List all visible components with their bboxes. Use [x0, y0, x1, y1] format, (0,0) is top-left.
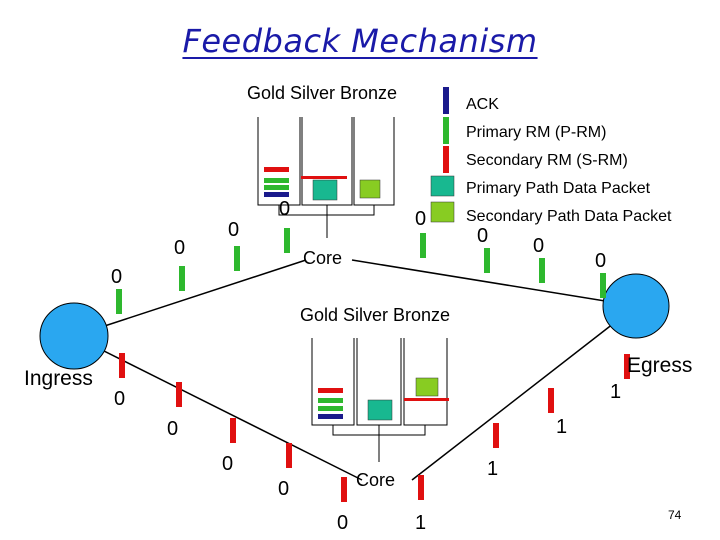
counter-bottom-8: 1 [556, 416, 568, 438]
legend-primary-data-label: Primary Path Data Packet [466, 180, 651, 197]
marker-bottom-3 [230, 418, 236, 443]
page-number: 74 [668, 508, 682, 522]
counter-bottom-9: 1 [610, 381, 622, 403]
legend-swatches [430, 87, 455, 223]
legend-secondary-data-swatch [430, 201, 455, 223]
legend-primary-data-swatch [430, 175, 455, 197]
top-gold-packet-red [264, 167, 289, 172]
marker-top-6 [484, 248, 490, 273]
marker-bottom-9 [624, 354, 630, 379]
marker-bottom-1 [119, 353, 125, 378]
marker-bottom-4 [286, 443, 292, 468]
counter-bottom-4: 0 [278, 478, 290, 500]
marker-top-5 [420, 233, 426, 258]
links [73, 259, 637, 481]
nodes [39, 273, 670, 370]
counter-bottom-2: 0 [167, 418, 179, 440]
top-gold-packet-green1 [264, 178, 289, 183]
bottom-bronze-packet-secondary [415, 377, 439, 397]
counter-top-4: 0 [279, 198, 291, 220]
top-bronze-packet-secondary [359, 179, 381, 199]
bottom-gold-packet-navy [318, 414, 343, 419]
ingress-label: Ingress [24, 367, 93, 390]
marker-bottom-7 [493, 423, 499, 448]
bottom-class-labels: Gold Silver Bronze [300, 305, 451, 325]
marker-bottom-6 [418, 475, 424, 500]
link-markers [116, 228, 630, 502]
bottom-gold-packet-green2 [318, 406, 343, 411]
marker-top-2 [179, 266, 185, 291]
link-core-bottom-egress [411, 305, 637, 481]
legend-ack-swatch [443, 87, 449, 114]
counter-top-3: 0 [228, 219, 240, 241]
top-queue [257, 117, 395, 238]
top-class-labels: Gold Silver Bronze [247, 83, 398, 103]
counter-top-5: 0 [415, 208, 427, 230]
bottom-gold-packet-green1 [318, 398, 343, 403]
counter-top-6: 0 [477, 225, 489, 247]
marker-bottom-2 [176, 382, 182, 407]
top-silver-packet-primary [312, 179, 338, 201]
counter-bottom-6: 1 [415, 512, 427, 534]
bottom-queue [311, 338, 448, 462]
bottom-silver-packet-primary [367, 399, 393, 421]
ingress-node [39, 302, 109, 370]
link-core-top-egress [351, 259, 637, 307]
egress-node [602, 273, 670, 339]
counter-top-2: 0 [174, 237, 186, 259]
marker-top-8 [600, 273, 606, 298]
page-title: Feedback Mechanism [182, 22, 538, 60]
legend-ack-label: ACK [466, 96, 499, 113]
legend-primary-rm-swatch [443, 117, 449, 144]
legend-secondary-rm-swatch [443, 146, 449, 173]
counter-top-8: 0 [595, 250, 607, 272]
top-gold-packet-navy [264, 192, 289, 197]
counter-bottom-1: 0 [114, 388, 126, 410]
core-top-label: Core [303, 248, 343, 268]
counter-bottom-7: 1 [487, 458, 499, 480]
top-queue-gold [257, 117, 301, 206]
link-ingress-core-top [73, 259, 307, 337]
top-gold-packet-green2 [264, 185, 289, 190]
marker-bottom-8 [548, 388, 554, 413]
top-queue-packets [264, 167, 381, 201]
core-bottom-label: Core [356, 470, 396, 490]
marker-top-4 [284, 228, 290, 253]
marker-top-7 [539, 258, 545, 283]
bottom-bronze-marker-red [404, 398, 449, 401]
marker-top-3 [234, 246, 240, 271]
bottom-queue-gold [311, 338, 355, 426]
bottom-gold-packet-red [318, 388, 343, 393]
counter-bottom-3: 0 [222, 453, 234, 475]
marker-bottom-5 [341, 477, 347, 502]
legend-secondary-rm-label: Secondary RM (S-RM) [466, 152, 628, 169]
egress-label: Egress [627, 354, 693, 377]
bottom-queue-packets [318, 377, 449, 421]
counter-bottom-5: 0 [337, 512, 349, 534]
legend-secondary-data-label: Secondary Path Data Packet [466, 208, 672, 225]
marker-top-1 [116, 289, 122, 314]
legend-primary-rm-label: Primary RM (P-RM) [466, 124, 607, 141]
top-silver-marker-red [301, 176, 347, 179]
counter-top-1: 0 [111, 266, 123, 288]
counter-top-7: 0 [533, 235, 545, 257]
